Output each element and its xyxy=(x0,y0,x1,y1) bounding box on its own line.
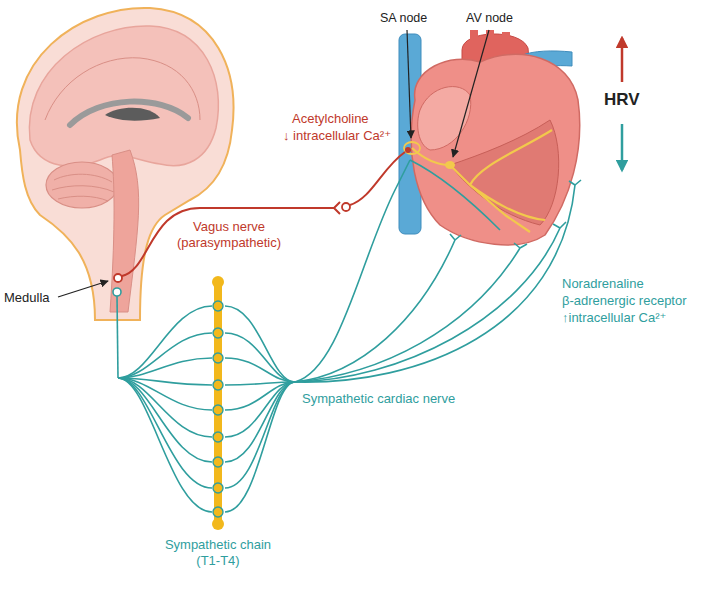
transmitter-label: Noradrenaline xyxy=(562,276,644,292)
structure-label: AV node xyxy=(466,10,513,26)
leader-line xyxy=(407,30,411,138)
decrease-arrow xyxy=(621,124,624,170)
brain-illustration xyxy=(17,8,234,320)
effect-label: ↓ intracellular Ca²⁺ xyxy=(283,128,391,144)
structure-label: Medulla xyxy=(4,290,50,306)
chain-label: Sympathetic chain (T1-T4) xyxy=(153,537,283,569)
sympathetic-nerves xyxy=(113,160,581,512)
effect-label: ↑intracellular Ca²⁺ xyxy=(562,310,666,326)
receptor-label: β-adrenergic receptor xyxy=(562,293,687,309)
measure-label: HRV xyxy=(604,92,640,108)
increase-arrow xyxy=(621,38,624,82)
nerve-label: Sympathetic cardiac nerve xyxy=(300,391,457,407)
structure-label: SA node xyxy=(380,10,427,26)
sympathetic-chain xyxy=(212,276,224,530)
leader-line xyxy=(453,30,489,157)
leader-line xyxy=(58,281,108,297)
heart-illustration xyxy=(399,30,580,245)
nerve-label: Vagus nerve (parasympathetic) xyxy=(168,219,290,251)
transmitter-label: Acetylcholine xyxy=(292,111,369,127)
